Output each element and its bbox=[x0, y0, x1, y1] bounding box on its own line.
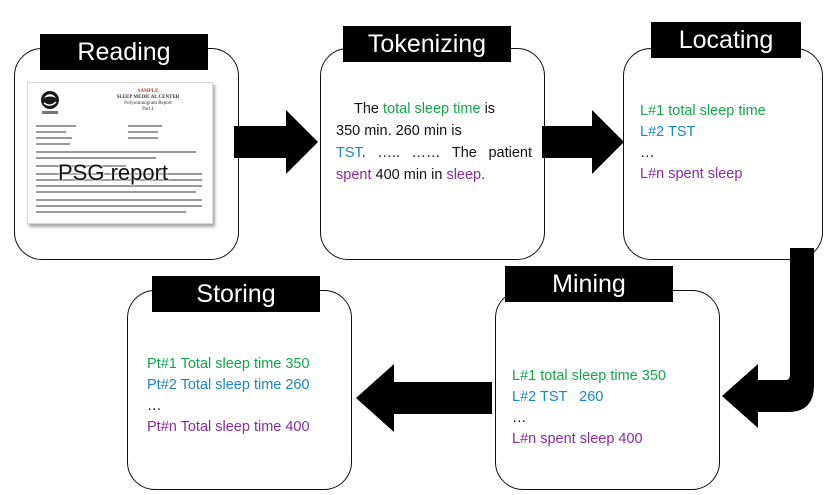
report-text-line bbox=[36, 151, 196, 153]
mining-line: L#2 TST 260 bbox=[512, 389, 604, 405]
report-text-line bbox=[36, 125, 76, 127]
tokenizing-text: The total sleep time is 350 min. 260 min … bbox=[336, 98, 532, 186]
tokenizing-line: 350 min. 260 min is bbox=[336, 120, 532, 142]
sleep-center-logo-icon bbox=[41, 91, 59, 114]
report-header: SAMPLE SLEEP MEDICAL CENTER Polysomnogra… bbox=[88, 89, 208, 113]
report-sample-text: SAMPLE bbox=[137, 89, 159, 94]
tokenizing-segment: total sleep time bbox=[383, 101, 481, 117]
psg-report-label: PSG report bbox=[58, 160, 169, 185]
mining-box bbox=[495, 290, 720, 490]
tokenizing-line: The total sleep time is bbox=[336, 98, 532, 120]
report-part-text: Part 1 bbox=[142, 107, 154, 112]
report-text-line bbox=[36, 157, 156, 159]
report-text-line bbox=[36, 185, 202, 187]
tokenizing-segment: 350 min. 260 min is bbox=[336, 123, 462, 139]
tokenizing-segment: The bbox=[354, 101, 384, 117]
mining-label: Mining bbox=[505, 266, 673, 302]
mining-line: … bbox=[512, 410, 527, 426]
tokenizing-segment: . ….. …… The patient bbox=[361, 145, 532, 161]
tokenizing-line: TST. ….. …… The patient bbox=[336, 142, 532, 164]
tokenizing-segment: sleep bbox=[446, 167, 482, 183]
report-text-line bbox=[128, 125, 162, 127]
report-text-line bbox=[36, 179, 202, 181]
psg-report-image: SAMPLE SLEEP MEDICAL CENTER Polysomnogra… bbox=[27, 82, 213, 224]
reading-label: Reading bbox=[40, 34, 208, 70]
report-text-line bbox=[36, 131, 66, 133]
storing-box bbox=[127, 290, 352, 490]
tokenizing-box bbox=[320, 48, 545, 260]
report-text-line bbox=[36, 173, 202, 175]
arrow-mining-to-storing bbox=[356, 364, 492, 432]
report-text-line bbox=[36, 143, 70, 145]
tokenizing-segment: . bbox=[481, 167, 486, 183]
tokenizing-segment: TST bbox=[336, 145, 362, 161]
report-text-line bbox=[36, 199, 202, 201]
report-text-line bbox=[36, 211, 186, 213]
report-text-line bbox=[36, 137, 72, 139]
report-text-line bbox=[128, 137, 158, 139]
locating-box bbox=[623, 48, 823, 260]
report-center-text: SLEEP MEDICAL CENTER bbox=[116, 95, 180, 100]
report-text-line bbox=[36, 165, 126, 167]
storing-line: Pt#1 Total sleep time 350 bbox=[147, 356, 310, 372]
locating-line: L#2 TST bbox=[640, 124, 696, 140]
report-text-line bbox=[36, 191, 196, 193]
tokenizing-segment: is bbox=[480, 101, 496, 117]
locating-line: … bbox=[640, 145, 655, 161]
storing-line: Pt#2 Total sleep time 260 bbox=[147, 377, 310, 393]
arrow-locating-to-mining bbox=[722, 248, 814, 428]
storing-line: Pt#n Total sleep time 400 bbox=[147, 419, 310, 435]
locating-line: L#1 total sleep time bbox=[640, 103, 766, 119]
tokenizing-label: Tokenizing bbox=[343, 26, 511, 62]
storing-label: Storing bbox=[152, 276, 320, 312]
mining-line: L#n spent sleep 400 bbox=[512, 431, 643, 447]
report-title-text: Polysomnogram Report bbox=[124, 101, 172, 106]
storing-line: … bbox=[147, 398, 162, 414]
report-text-line bbox=[36, 205, 202, 207]
tokenizing-segment: 400 min in bbox=[371, 167, 447, 183]
locating-label: Locating bbox=[651, 22, 801, 58]
tokenizing-segment: spent bbox=[336, 167, 372, 183]
tokenizing-line: spent 400 min in sleep. bbox=[336, 164, 532, 186]
arrow-tokenizing-to-locating bbox=[542, 110, 624, 174]
arrow-reading-to-tokenizing bbox=[234, 110, 318, 174]
mining-line: L#1 total sleep time 350 bbox=[512, 368, 666, 384]
report-text-line bbox=[128, 131, 158, 133]
locating-line: L#n spent sleep bbox=[640, 166, 743, 182]
